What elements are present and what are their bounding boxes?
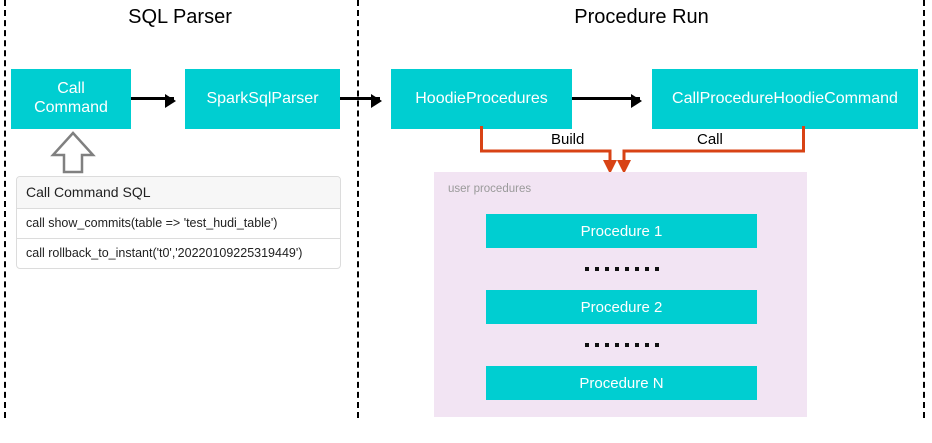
sql-callout-header: Call Command SQL (17, 177, 340, 209)
section-title-procedure-run: Procedure Run (574, 6, 709, 28)
section-divider-left (4, 0, 6, 418)
arrow-right-icon-hoodie-to-command (572, 94, 642, 108)
node-call-command[interactable]: Call Command (11, 69, 131, 129)
ellipsis-dots (486, 328, 757, 362)
arrow-right-icon-call-to-parser (131, 94, 176, 108)
arrow-right-icon-parser-to-hoodie (340, 94, 382, 108)
procedure-item[interactable]: Procedure 1 (486, 214, 757, 248)
user-procedures-panel: user procedures Procedure 1 Procedure 2 … (434, 172, 807, 417)
node-spark-sql-parser[interactable]: SparkSqlParser (185, 69, 340, 129)
procedure-item[interactable]: Procedure N (486, 366, 757, 400)
build-call-connectors (480, 126, 805, 174)
node-hoodie-procedures[interactable]: HoodieProcedures (391, 69, 572, 129)
sql-callout-row: call show_commits(table => 'test_hudi_ta… (26, 216, 278, 230)
connector-label-call: Call (692, 131, 728, 148)
user-procedures-label: user procedures (448, 183, 532, 195)
sql-callout-row: call rollback_to_instant('t0','202201092… (17, 238, 340, 268)
ellipsis-dots (486, 252, 757, 286)
arrow-up-outline-icon (50, 131, 96, 174)
node-call-procedure-hoodie-command[interactable]: CallProcedureHoodieCommand (652, 69, 918, 129)
call-command-sql-callout: Call Command SQL call show_commits(table… (16, 176, 341, 269)
section-title-sql-parser: SQL Parser (128, 6, 232, 28)
connector-label-build: Build (546, 131, 590, 148)
procedure-item[interactable]: Procedure 2 (486, 290, 757, 324)
section-divider-middle (357, 0, 359, 418)
section-divider-right (923, 0, 925, 418)
